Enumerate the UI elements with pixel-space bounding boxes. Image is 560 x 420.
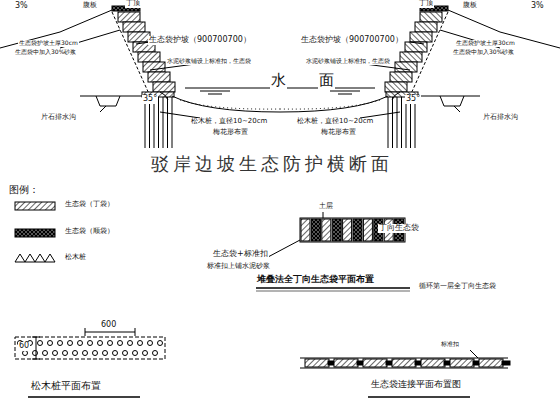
drawing-label: 标准扣 bbox=[440, 341, 460, 348]
drawing-title: 驳岸边坡生态防护横断面 bbox=[150, 154, 394, 174]
drawing-label: 标准扣上铺水泥砂浆 bbox=[206, 263, 271, 271]
drawing-label: 生态袋+标准扣 bbox=[212, 250, 269, 259]
drawing-label: 腹板 bbox=[82, 2, 98, 10]
drawing-label: 片石排水沟 bbox=[482, 114, 519, 122]
drawing-label: 水泥砂浆铺设上标准扣，生态袋 bbox=[305, 58, 391, 65]
legend-text: 松木桩 bbox=[64, 254, 87, 262]
drawing-label: 松木桩，直径10~20cm bbox=[190, 118, 268, 126]
drawing-label: 梅花形布置 bbox=[320, 129, 357, 137]
drawing-label: 松木桩平面布置 bbox=[30, 380, 102, 391]
drawing-label: 生态袋护坡（900700700） bbox=[148, 36, 252, 45]
drawing-label: 35° bbox=[142, 95, 158, 104]
drawing-label: 丁顶 bbox=[125, 0, 141, 8]
drawing-label: 600 bbox=[100, 321, 117, 330]
drawing-label: 丁顶 bbox=[418, 0, 434, 8]
drawing-label: 生态袋中加入30%砂浆 bbox=[452, 49, 515, 56]
drawing-label: 丁向生态袋 bbox=[378, 224, 420, 233]
drawing-label: 面 bbox=[318, 72, 335, 89]
drawing-label: 片石排水沟 bbox=[40, 114, 77, 122]
legend-text: 生态袋（顺袋） bbox=[64, 228, 115, 236]
drawing-label: 松木桩，直径10~20cm bbox=[296, 118, 374, 126]
drawing-label: 土层 bbox=[318, 203, 334, 211]
drawing-label: 35° bbox=[405, 95, 421, 104]
drawing-label: 水 bbox=[270, 72, 287, 89]
drawing-label: 3% bbox=[530, 2, 545, 11]
drawing-label: 3% bbox=[14, 2, 29, 11]
drawing-label: 堆叠法全丁向生态袋平面布置 bbox=[256, 275, 375, 285]
drawing-label: 图例： bbox=[8, 184, 40, 195]
drawing-label: 生态袋护坡土厚30cm bbox=[18, 40, 79, 47]
legend-text: 生态袋（丁袋） bbox=[64, 201, 115, 209]
drawing-label: 生态袋中加入30%砂浆 bbox=[14, 49, 77, 56]
drawing-label: 循环第一层全丁向生态袋 bbox=[418, 283, 497, 291]
drawing-label: 水泥砂浆铺设上标准扣，生态袋 bbox=[166, 58, 252, 65]
drawing-label: 生态袋护坡（900700700） bbox=[300, 36, 404, 45]
drawing-label: 生态袋护坡土厚30cm bbox=[455, 40, 516, 47]
drawing-label: 梅花形布置 bbox=[212, 129, 249, 137]
drawing-label: 生态袋连接平面布置图 bbox=[370, 380, 462, 390]
drawing-label: 60 bbox=[18, 342, 30, 351]
drawing-label: 腹板 bbox=[462, 2, 478, 10]
